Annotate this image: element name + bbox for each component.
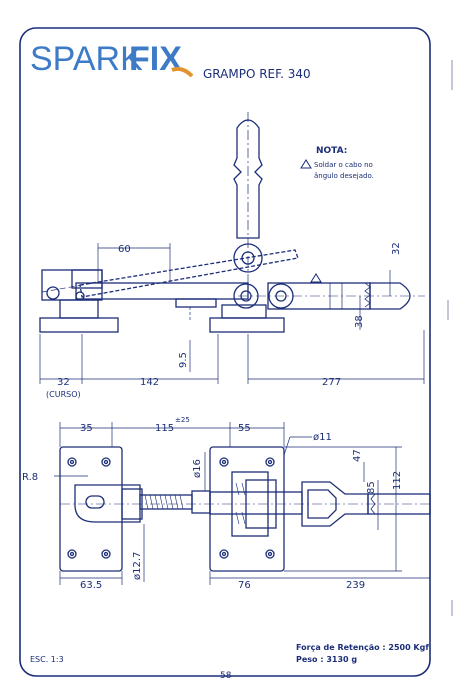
dim-47: 47 (352, 449, 363, 462)
note-heading: NOTA: (316, 146, 347, 156)
dim-38: 38 (354, 315, 365, 328)
sparkfix-logo: SPARK FIX (30, 40, 194, 78)
warning-icon (300, 159, 312, 169)
dim-r-8: R.8 (22, 472, 38, 483)
dim-tol-25: ±25 (175, 416, 190, 424)
dim-phi-11: ø11 (313, 432, 332, 443)
dim-115: 115 (155, 423, 174, 434)
dim-60: 60 (118, 244, 131, 255)
scale-label: ESC. 1:3 (30, 655, 64, 664)
dim-277: 277 (322, 377, 341, 388)
scan-edge-marks (447, 60, 453, 616)
dim-32-top: 32 (391, 242, 402, 255)
dim-142: 142 (140, 377, 159, 388)
dim-35: 35 (80, 423, 93, 434)
svg-text:FIX: FIX (129, 40, 182, 78)
dim-32-curso: 32 (57, 377, 70, 388)
dim-239: 239 (346, 580, 365, 591)
dim-55: 55 (238, 423, 251, 434)
top-view (59, 446, 431, 572)
dim-112: 112 (392, 471, 403, 490)
note-line1: Soldar o cabo no (314, 161, 373, 169)
dim-85: 85 (366, 481, 377, 494)
dim-9-5: 9.5 (178, 352, 189, 368)
note-block: NOTA: Soldar o cabo no ângulo desejado. (300, 146, 374, 180)
dim-phi-16: ø16 (192, 459, 203, 478)
dim-phi-12-7: ø12.7 (132, 552, 143, 580)
weight-label: Peso : 3130 g (296, 655, 357, 664)
drawing-title: GRAMPO REF. 340 (203, 67, 311, 81)
dim-63-5: 63.5 (80, 580, 102, 591)
page-number: 58 (220, 671, 232, 681)
svg-text:SPARK: SPARK (30, 40, 143, 78)
note-line2: ângulo desejado. (314, 172, 374, 180)
top-view-dimensions (54, 422, 431, 585)
dim-76: 76 (238, 580, 251, 591)
page-border (19, 27, 431, 677)
side-view-dimension-labels: 60 32 38 9.5 32 (CURSO) 142 277 (46, 242, 402, 399)
top-view-dimension-labels: 35 115 ±25 55 ø11 ø16 R.8 47 85 112 ø12.… (22, 416, 403, 591)
side-view-dimensions (39, 243, 425, 384)
curso-label: (CURSO) (46, 390, 81, 399)
side-view (39, 112, 425, 333)
retention-force: Força de Retenção : 2500 Kgf (296, 643, 429, 652)
